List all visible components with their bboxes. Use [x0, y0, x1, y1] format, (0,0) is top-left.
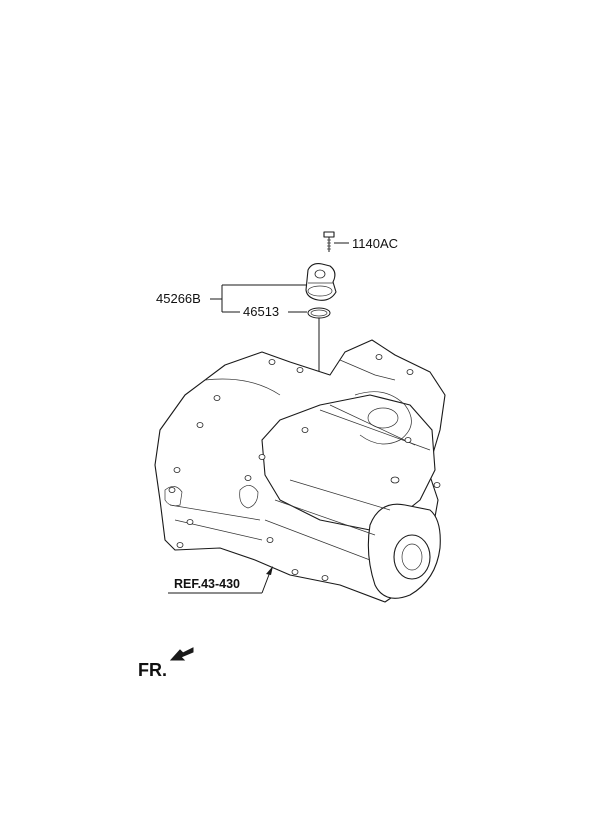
bolt-1140ac[interactable] — [323, 231, 335, 252]
breather-45266b[interactable] — [305, 263, 337, 301]
part-label-46513[interactable]: 46513 — [243, 304, 280, 319]
leader-ref — [168, 566, 273, 594]
o-ring-inner — [310, 309, 328, 317]
leader-45266b — [210, 284, 306, 313]
transaxle-housing — [154, 339, 446, 603]
reference-label[interactable]: REF.43-430 — [174, 577, 241, 591]
direction-label: FR. — [138, 660, 167, 680]
part-label-45266b[interactable]: 45266B — [156, 291, 201, 306]
part-label-1140ac[interactable]: 1140AC — [352, 236, 399, 251]
front-arrow-icon — [169, 647, 194, 661]
